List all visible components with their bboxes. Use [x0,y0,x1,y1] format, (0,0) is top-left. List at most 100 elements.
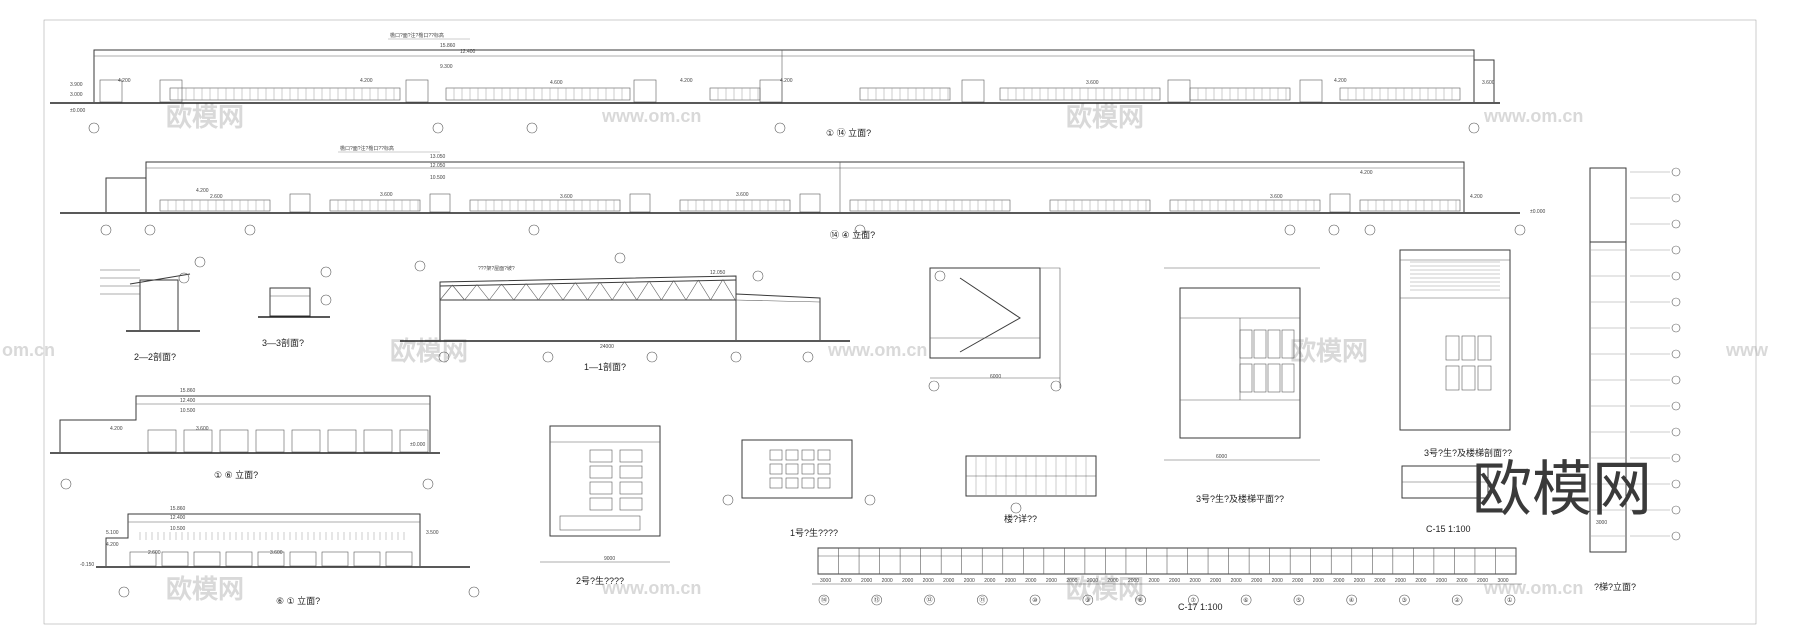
axis-bubble [1468,122,1480,134]
level-mark: 3.000 [70,92,83,98]
toilet-stall [619,481,643,495]
toilet-stall [1253,329,1267,359]
truss-diagonal [661,280,674,301]
drawing-caption: 3号?生?及楼梯平面?? [1196,493,1284,504]
dimension: 3000 [820,578,831,584]
axis-bubble [1671,323,1681,333]
axis-bubble [1364,224,1376,236]
level-mark: 3.600 [1270,194,1283,200]
elevation-small-1: 15.860 12.400 10.500 4.200 3.600 ±0.000 … [50,388,440,490]
axis-bubble [1671,531,1681,541]
level-mark: 3.600 [270,550,283,556]
level-mark: 4.200 [1470,194,1483,200]
toilet-stall [589,449,613,463]
toilet-stall [801,463,815,475]
dimension: 2000 [1025,578,1036,584]
stair-detail: 6000 [928,267,1062,392]
watermark-url: www.om.cn [1483,106,1583,126]
toilet-stall [817,449,831,461]
door-bay [429,193,451,213]
drawing-caption: ⑥ ① 立面? [276,595,320,606]
toilet-stall [785,463,799,475]
axis-label: ② [1454,597,1460,604]
axis-bubble [432,122,444,134]
axis-bubble [1346,594,1357,606]
axis-label: ① [1507,597,1512,604]
watermark-brand: 欧模网 [1066,574,1144,604]
door-bay [1299,79,1323,103]
level-mark: 15.860 [440,43,456,49]
drawing-caption: 3号?生?及楼梯剖面?? [1424,447,1512,458]
wash-counter [559,515,641,531]
toilet-stall [817,477,831,489]
axis-bubble [1514,224,1526,236]
axis-bubble [871,594,883,606]
elevation-small-2: 15.860 12.400 10.500 5.100 4.200 3.500 2… [80,506,480,606]
truss-diagonal [673,280,687,301]
watermark-url: www.om.cn [601,106,701,126]
window-band [859,87,951,101]
level-mark: 4.600 [550,80,563,86]
toilet-stall [619,449,643,463]
window-band [321,551,349,567]
toilet-stall [619,465,643,479]
dimension: 2000 [1066,578,1077,584]
brand-logo: 欧模网 [1472,455,1652,525]
toilet-stall [1239,329,1253,359]
watermark-url: www.om.cn [1483,578,1583,598]
level-mark: 12.050 [710,270,726,276]
toilet-stall [1461,365,1476,391]
axis-bubble [977,594,988,606]
axis-bubble [528,224,540,236]
toilet-3-plan: 6000 3号?生?及楼梯平面?? [1164,267,1320,504]
drawing-caption: C-15 1:100 [1426,524,1471,534]
axis-bubble [1671,375,1681,385]
dimension: 2000 [1313,578,1324,584]
grid-column: 3000 ?梯?立面? [1589,167,1681,592]
dimension: 3000 [1596,520,1607,526]
note: 檐口?面?注?檐口??标高 [340,145,394,152]
level-mark: 4.200 [1334,78,1347,84]
dimension: 2000 [1395,578,1406,584]
window-band [385,551,413,567]
watermark-brand: 欧模网 [166,574,244,604]
axis-bubble [854,224,866,236]
drawing-caption: ?梯?立面? [1594,581,1636,592]
window-band [709,87,761,101]
level-mark: 3.600 [560,194,573,200]
toilet-stall [1267,363,1281,393]
axis-bubble [1029,594,1041,606]
toilet-1-plan: 1号?生???? [722,439,876,538]
axis-bubble [1671,193,1681,203]
level-mark: ±0.000 [1530,209,1545,215]
level-mark: 3.600 [380,192,393,198]
window-band [445,87,631,101]
drawing-caption: 2号?生???? [576,575,624,586]
axis-bubble [1451,594,1463,606]
level-mark: 12.400 [170,515,186,521]
axis-bubble [1240,594,1252,606]
toilet-stall [1445,335,1460,361]
axis-bubble [1671,245,1681,255]
dimension: 2000 [1046,578,1057,584]
door-bay [629,193,651,213]
level-mark: 3.500 [426,530,439,536]
note: 檐口?面?注?檐口??标高 [390,32,444,39]
toilet-stall [1239,363,1253,393]
dimension: 2000 [841,578,852,584]
axis-bubble [924,594,935,606]
dimension: 2000 [923,578,934,584]
axis-bubble [1671,453,1681,463]
window-band [225,551,253,567]
axis-label: ⑤ [1296,597,1301,604]
dimension: 2000 [1415,578,1426,584]
axis-bubble [1504,594,1516,606]
axis-bubble [1671,505,1681,515]
axis-bubble [1135,594,1146,606]
toilet-stall [817,463,831,475]
dimension: 2000 [1292,578,1303,584]
level-mark: 12.050 [430,163,446,169]
axis-label: ③ [1401,597,1406,604]
toilet-stall [1445,365,1460,391]
dimension: 2000 [861,578,872,584]
